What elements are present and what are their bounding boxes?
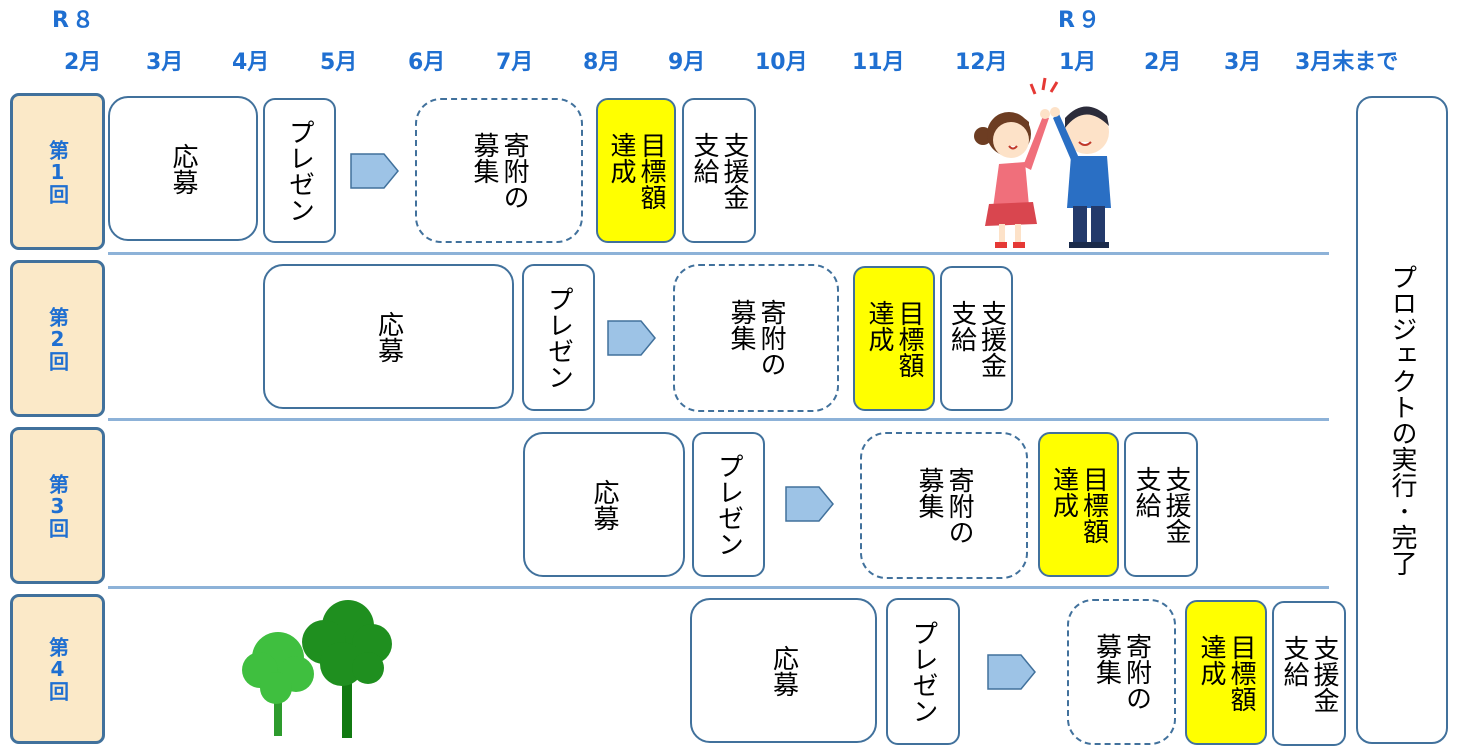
month-label: 2月: [1144, 50, 1182, 75]
arrow-right-icon: [785, 486, 834, 522]
month-label: 8月: [583, 50, 621, 75]
arrow-right-icon: [350, 153, 399, 189]
month-label: 10月: [755, 50, 808, 75]
month-label: 3月: [1224, 50, 1262, 75]
month-label: 7月: [496, 50, 534, 75]
arrow-right-icon: [987, 654, 1036, 690]
month-label: 3月: [146, 50, 184, 75]
month-label: 4月: [232, 50, 270, 75]
month-label: 2月: [64, 50, 102, 75]
target-reached-box: 目標額達成: [1038, 432, 1119, 577]
era-label-r8: R８: [52, 8, 97, 33]
fundraising-box: 寄附の募集: [673, 264, 839, 412]
apply-box: 応募: [108, 96, 258, 241]
row-divider: [108, 252, 1329, 255]
fundraising-box: 寄附の募集: [860, 432, 1028, 579]
trees-illustration: [242, 600, 392, 738]
era-label-r9: R９: [1058, 8, 1103, 33]
presentation-box: プレゼン: [692, 432, 765, 577]
target-reached-box: 目標額達成: [853, 266, 935, 411]
round-label-4: 第4回: [10, 594, 105, 744]
month-label: 12月: [955, 50, 1008, 75]
month-label: 5月: [320, 50, 358, 75]
fundraising-box: 寄附の募集: [415, 98, 583, 243]
row-divider: [108, 418, 1329, 421]
presentation-box: プレゼン: [522, 264, 595, 411]
month-label: 1月: [1059, 50, 1097, 75]
month-label: 3月末まで: [1295, 50, 1399, 75]
project-execution-box: プロジェクトの実行･完了: [1356, 96, 1448, 744]
apply-box: 応募: [263, 264, 514, 409]
arrow-right-icon: [607, 320, 656, 356]
apply-box: 応募: [690, 598, 877, 743]
presentation-box: プレゼン: [886, 598, 960, 745]
grant-box: 支援金支給: [682, 98, 756, 243]
presentation-box: プレゼン: [263, 98, 336, 243]
row-divider: [108, 586, 1329, 589]
round-label-3: 第3回: [10, 427, 105, 584]
month-label: 6月: [408, 50, 446, 75]
month-label: 11月: [852, 50, 905, 75]
apply-box: 応募: [523, 432, 685, 577]
target-reached-box: 目標額達成: [1185, 600, 1267, 745]
fundraising-box: 寄附の募集: [1067, 599, 1176, 745]
grant-box: 支援金支給: [940, 266, 1013, 411]
grant-box: 支援金支給: [1124, 432, 1198, 577]
round-label-1: 第1回: [10, 93, 105, 250]
month-label: 9月: [668, 50, 706, 75]
round-label-2: 第2回: [10, 260, 105, 417]
grant-box: 支援金支給: [1272, 601, 1346, 746]
target-reached-box: 目標額達成: [596, 98, 676, 243]
high-five-kids-illustration: [974, 77, 1111, 248]
